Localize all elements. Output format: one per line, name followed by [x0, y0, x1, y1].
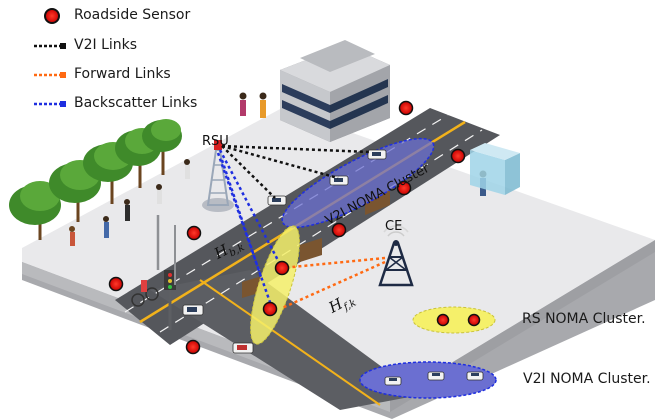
- car-3: [367, 149, 387, 160]
- v2i-cluster-key-label: V2I NOMA Cluster.: [523, 371, 651, 387]
- street-furniture: [156, 215, 176, 330]
- v2i-cluster-key: [359, 361, 497, 399]
- car-5: [232, 342, 254, 354]
- ground-plate: [22, 108, 655, 419]
- forward-links: [281, 256, 386, 310]
- key-car-1: [384, 376, 402, 386]
- ce-tower: [378, 225, 414, 287]
- legend-forward-swatch: [34, 72, 66, 78]
- legend-backscatter-label: Backscatter Links: [74, 95, 198, 111]
- legend-sensor-label: Roadside Sensor: [74, 7, 191, 23]
- car-4: [182, 304, 204, 316]
- rsu-label: RSU: [202, 134, 229, 149]
- v2i-noma-cluster-ellipse: [281, 137, 435, 229]
- bus-stop: [470, 143, 520, 195]
- legend-v2i-label: V2I Links: [74, 37, 138, 53]
- car-1: [267, 195, 287, 206]
- legend-backscatter-swatch: [34, 101, 66, 107]
- park-trees: [9, 119, 182, 240]
- legend: [34, 8, 66, 107]
- key-car-2: [427, 371, 445, 381]
- legend-sensor-icon: [44, 8, 60, 24]
- rs-noma-cluster-ellipse: [250, 225, 300, 345]
- rs-cluster-key: [412, 306, 496, 334]
- rs-cluster-key-label: RS NOMA Cluster.: [522, 311, 646, 327]
- car-2: [329, 175, 349, 186]
- v2i-links: [221, 144, 371, 199]
- legend-v2i-swatch: [34, 43, 66, 49]
- roadside-sensors: [108, 100, 466, 355]
- ce-label: CE: [385, 219, 402, 234]
- key-car-3: [466, 371, 484, 381]
- building: [280, 40, 390, 142]
- rsu-tower: [202, 140, 234, 212]
- backscatter-links: [216, 149, 284, 309]
- vehicles: [182, 149, 387, 354]
- legend-forward-label: Forward Links: [74, 66, 171, 82]
